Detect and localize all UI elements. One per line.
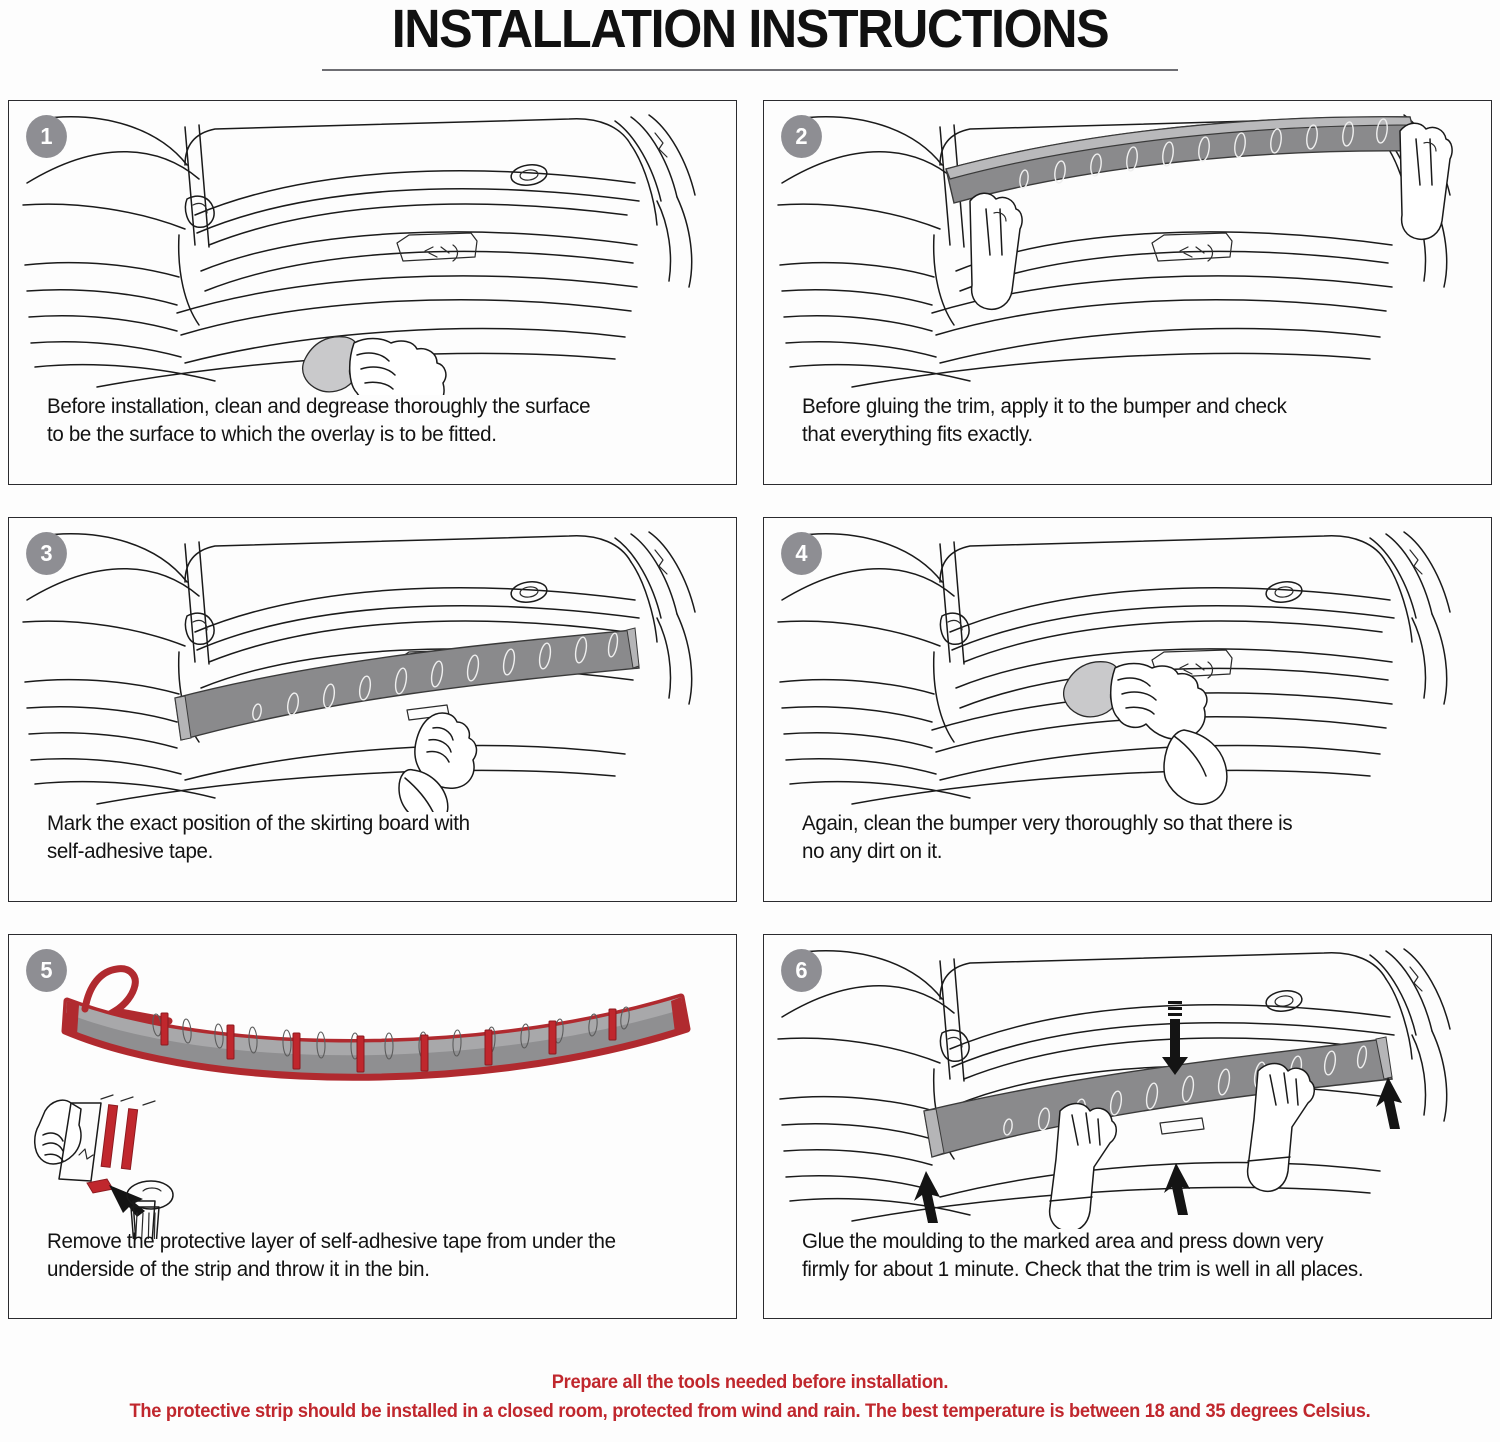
step-panel-2: 2 [763,100,1492,485]
step-caption-3: Mark the exact position of the skirting … [47,811,470,864]
step-caption-4: Again, clean the bumper very thoroughly … [802,811,1293,864]
footer-note-1: Prepare all the tools needed before inst… [551,1372,949,1393]
step-number-badge-4: 4 [781,532,822,575]
step-panel-6: 6 [763,934,1492,1319]
step-caption-6: Glue the moulding to the marked area and… [802,1229,1364,1282]
illustration-step-4 [777,531,1451,805]
step-panel-1: 1 [8,100,737,485]
step-panel-4: 4 [763,517,1492,902]
step-number-badge-1: 1 [26,115,67,158]
step-caption-5: Remove the protective layer of self-adhe… [47,1229,616,1282]
step-number-badge-6: 6 [781,949,822,992]
step-caption-1: Before installation, clean and degrease … [47,394,591,447]
illustration-step-5 [34,965,691,1239]
page-title: INSTALLATION INSTRUCTIONS [391,0,1110,59]
step-caption-2: Before gluing the trim, apply it to the … [802,394,1287,447]
step-panel-5: 5 [8,934,737,1319]
step-number-badge-5: 5 [26,949,67,992]
illustration-step-3 [22,531,696,812]
footer-notes: Prepare all the tools needed before inst… [0,1368,1500,1427]
illustration-step-6 [777,948,1451,1229]
illustration-step-2 [777,114,1453,388]
step-number-badge-2: 2 [781,115,822,158]
footer-note-2: The protective strip should be installed… [129,1401,1371,1423]
step-panel-3: 3 [8,517,737,902]
illustration-step-1 [22,114,696,395]
title-divider [322,69,1178,72]
header: INSTALLATION INSTRUCTIONS [0,0,1500,72]
step-number-badge-3: 3 [26,532,67,575]
steps-grid: 1 [8,100,1492,1319]
